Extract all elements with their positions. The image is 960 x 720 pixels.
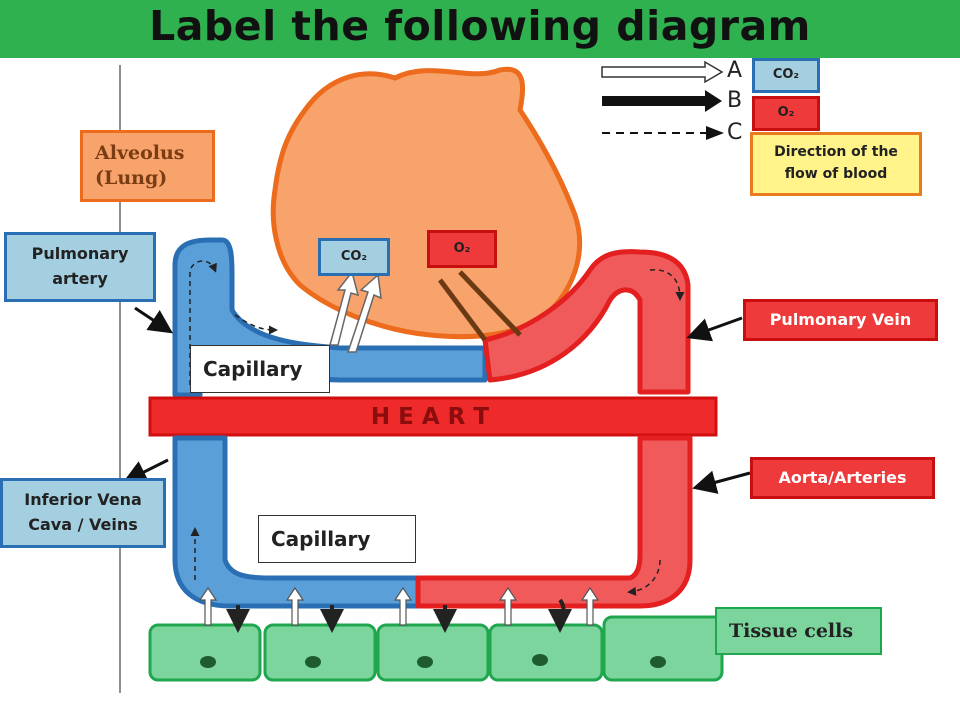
- tissue-cells-label: Tissue cells: [715, 607, 882, 655]
- pulmonary-vein-pointer: [686, 316, 743, 342]
- title-bar: [0, 0, 960, 58]
- legend-letter-b: B: [727, 88, 743, 113]
- co2-exit-arrows: [329, 270, 382, 353]
- flow-arrow-capillary-top: [234, 314, 278, 335]
- flow-arrow-aorta: [627, 559, 661, 596]
- label-inferior-vena-cava: Inferior Vena Cava / Veins: [0, 478, 166, 548]
- aorta-vessel: [415, 435, 693, 609]
- capillary-top-label: Capillary: [190, 345, 330, 393]
- aorta-pointer: [692, 470, 751, 494]
- gas-label-co2: CO₂: [318, 238, 390, 276]
- tissue-exchange-arrows: [198, 586, 600, 633]
- page-title: Label the following diagram: [149, 2, 811, 50]
- heart-label: H E A R T: [370, 404, 490, 430]
- legend-letter-a: A: [727, 58, 743, 83]
- key-flow-direction: Direction of the flow of blood: [750, 132, 922, 196]
- key-o2: O₂: [752, 96, 820, 131]
- label-aorta-arteries: Aorta/Arteries: [750, 457, 935, 499]
- vena-cava-pointer: [122, 458, 169, 483]
- flow-arrow-pulmonary-artery: [189, 260, 217, 385]
- pulmonary-artery-pointer: [134, 306, 173, 334]
- flow-arrow-pulmonary-vein: [649, 269, 685, 301]
- gas-label-o2: O₂: [427, 230, 497, 268]
- pulmonary-vein-vessel: [482, 249, 691, 395]
- o2-entry-arrows: [438, 270, 522, 342]
- heart-bar: [148, 396, 718, 437]
- label-pulmonary-vein: Pulmonary Vein: [743, 299, 938, 341]
- legend-letter-c: C: [727, 120, 743, 145]
- label-pulmonary-artery: Pulmonary artery: [4, 232, 156, 302]
- capillary-bottom-label: Capillary: [258, 515, 416, 563]
- alveolus-shape: [270, 66, 582, 340]
- legend-arrows: [601, 60, 724, 140]
- alveolus-label: Alveolus (Lung): [80, 130, 215, 202]
- key-co2: CO₂: [752, 58, 820, 93]
- tissue-cells: [148, 615, 724, 682]
